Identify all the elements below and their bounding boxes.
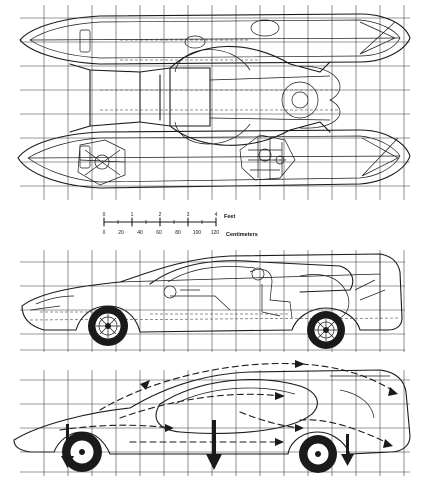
downforce-arrows [61,420,354,470]
cm-tick-20: 20 [118,230,124,236]
cm-tick-100: 100 [193,230,202,236]
upper-pontoon-outline [19,13,411,65]
cm-unit-label: Centimeters [226,232,258,238]
lower-pontoon-outline [17,129,411,189]
rear-wheel-side [307,311,345,349]
engine-assembly-plan [239,134,296,181]
feet-tick-0: 0 [103,212,106,218]
front-motor-plan [77,139,126,186]
side-body-outline [21,253,403,333]
rear-wheel-airflow [299,435,337,473]
front-wheel-side [88,306,128,346]
top-view-grid [20,5,410,200]
front-wheel-airflow [62,432,102,472]
feet-tick-3: 3 [187,212,190,218]
side-view-grid [20,250,405,352]
cm-tick-120: 120 [211,230,220,236]
side-view-elevation [20,250,405,352]
cm-tick-40: 40 [137,230,143,236]
airflow-streamlines [59,360,398,448]
cm-tick-60: 60 [156,230,162,236]
cm-tick-0: 0 [103,230,106,236]
airflow-canopy [155,379,318,434]
top-view-plan [17,5,411,200]
cm-tick-80: 80 [175,230,181,236]
scale-bar: 0 1 2 3 4 Feet 0 20 40 60 80 100 120 Cen… [103,212,258,238]
airflow-side-view [13,360,411,476]
feet-tick-4: 4 [215,212,218,218]
feet-unit-label: Feet [224,214,235,220]
side-canopy [149,260,354,293]
feet-tick-1: 1 [131,212,134,218]
feet-tick-2: 2 [159,212,162,218]
